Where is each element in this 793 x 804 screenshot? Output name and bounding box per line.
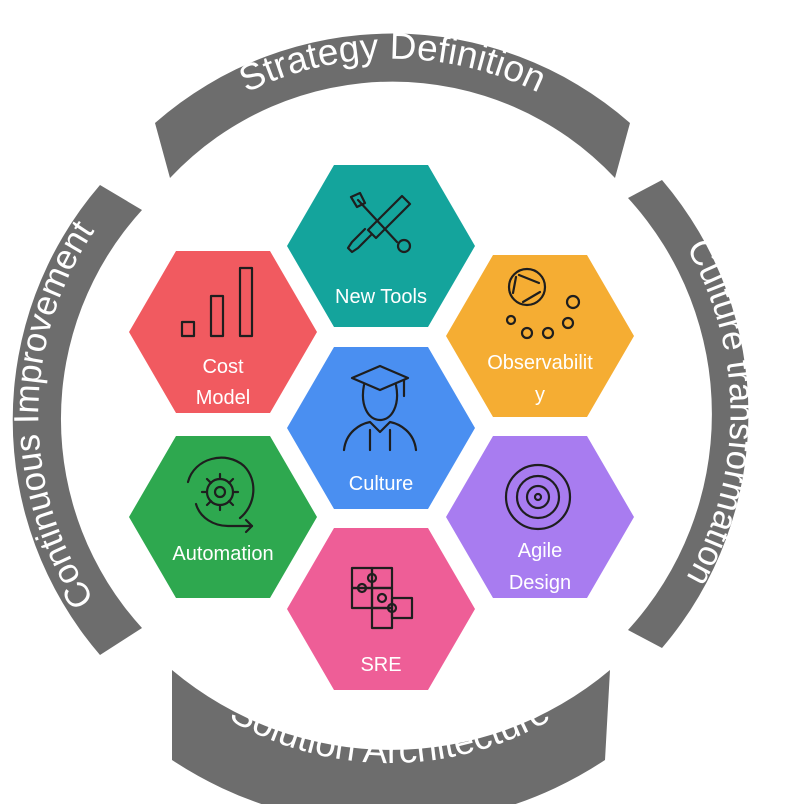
hex-shape — [287, 165, 475, 327]
hex-label-line: Model — [196, 387, 250, 409]
dots-circle-icon — [505, 267, 581, 340]
hex-label-line: Observabilit — [487, 352, 593, 374]
tools-icon — [346, 191, 412, 254]
target-icon — [504, 463, 572, 531]
hex-cost-model: Cost Model — [129, 251, 317, 413]
graduate-icon — [342, 364, 418, 452]
ring-segment-left — [12, 185, 142, 655]
hex-new-tools: New Tools — [287, 165, 475, 327]
hex-shape — [287, 347, 475, 509]
hex-shape — [129, 436, 317, 598]
hex-label-line: Automation — [172, 543, 273, 565]
hex-label-line: Agile — [518, 540, 562, 562]
hex-culture: Culture — [287, 347, 475, 509]
bar-chart-icon — [180, 266, 254, 338]
hex-label-line: New Tools — [335, 286, 427, 308]
gear-cycle-icon — [186, 456, 255, 534]
hex-label-line: Design — [509, 572, 571, 594]
hex-automation: Automation — [129, 436, 317, 598]
ring-segment-bottom — [172, 670, 610, 804]
hex-label-line: y — [535, 384, 545, 406]
ring-segment-right — [628, 180, 749, 648]
hex-label-line: Culture — [349, 473, 413, 495]
ring-segment-top — [155, 33, 630, 179]
outer-ring — [12, 33, 749, 804]
hex-observability: Observabilit y — [446, 255, 634, 417]
hex-label-line: Cost — [202, 356, 244, 378]
hex-agile-design: Agile Design — [446, 436, 634, 598]
puzzle-icon — [350, 566, 414, 630]
hex-label-line: SRE — [360, 654, 401, 676]
hex-sre: SRE — [287, 528, 475, 690]
hex-shape — [446, 255, 634, 417]
